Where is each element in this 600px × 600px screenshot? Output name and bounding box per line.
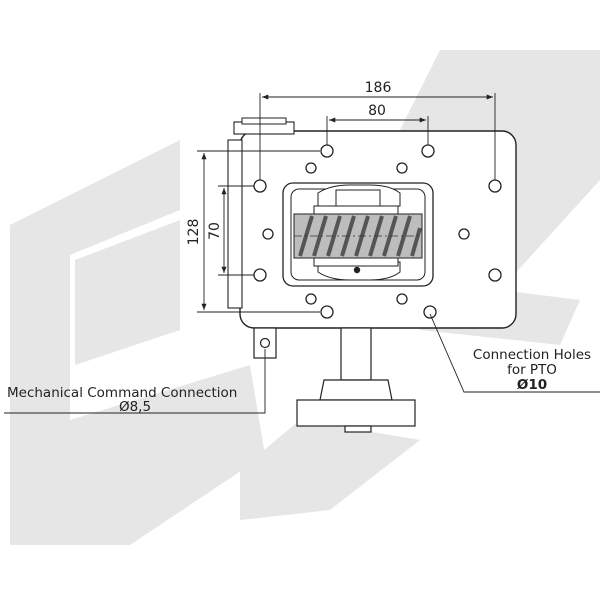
dim-hole-spacing-top: 80 (368, 103, 386, 119)
pto-holes-title: Connection Holes (473, 347, 591, 363)
pto-holes-diameter: Ø10 (517, 377, 547, 393)
mechanical-command-diameter: Ø8,5 (119, 399, 151, 415)
command-lug (253, 327, 277, 359)
dimension-lines (197, 93, 496, 313)
output-shaft (296, 327, 416, 433)
leader-lines (4, 313, 600, 414)
dim-overall-height: 128 (186, 219, 202, 246)
dim-hole-spacing-side: 70 (207, 222, 223, 240)
pto-holes-subtitle: for PTO (507, 362, 557, 378)
dim-overall-width: 186 (365, 80, 392, 96)
mechanical-command-title: Mechanical Command Connection (7, 385, 237, 401)
worm-gear (293, 205, 423, 267)
